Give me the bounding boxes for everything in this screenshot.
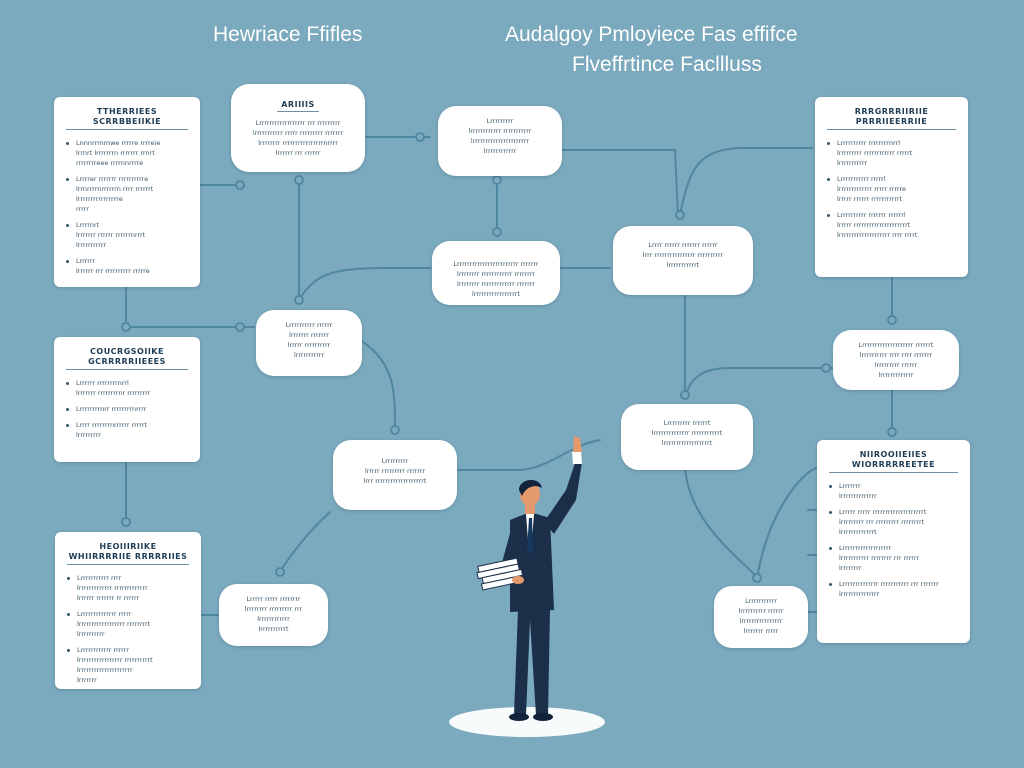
bubble-bottom-right: Lrrrrrrrrrrr lrrrrrrrrrr rrrrrr lrrrrrrr… — [714, 586, 808, 648]
bubble-text: Lrrrrrrrrrr rrrrrr lrrrrrrr rrrrrrr lrrr… — [285, 321, 333, 359]
card-title: NIIROOIIEIIES WIORRRRREETEE — [829, 450, 958, 473]
bubble-top-center: Lrrrrrrrrr lrrrrrrrrrrrr rrrrrrrrrrr lrr… — [438, 106, 562, 176]
card-middle-left: COUCRGSOIIKE GCRRRRRIIEEES Lrrrrrr rrrrr… — [54, 337, 200, 462]
bubble-text: Lrrrrrrrrrrrrrrrrrr rrr rrrrrrrrr lrrrrr… — [252, 119, 344, 157]
bubble-arts: ARIIIIS Lrrrrrrrrrrrrrrrrrr rrr rrrrrrrr… — [231, 84, 365, 172]
list-item: Lrrrrrrrrrrrrrr rrrrr lrrrrrrrrrrrrrrrrr… — [67, 609, 189, 639]
card-bottom-left: HEOIIIRIIKE WHIIRRRRIIE RRRRRIIES Lrrrrr… — [55, 532, 201, 689]
card-middle-right: NIIROOIIEIIES WIORRRRREETEE Lrrrrrrr lrr… — [817, 440, 970, 643]
list-item: Lrrrrrrrrrr rrrrrrr rrrrrrl lrrrrr rrrrr… — [827, 210, 956, 240]
bubble-left-middle: Lrrrrrrrrrr rrrrrr lrrrrrrr rrrrrrr lrrr… — [256, 310, 362, 376]
left-title: Hewriace Ffifles — [213, 23, 363, 46]
bubble-text: Lrrrrrrrrr rrrrrrt lrrrrrrrrrrrrrr rrrrr… — [651, 419, 723, 447]
bubble-text: Lrrrrrrrrr lrrrrr rrrrrrrrr rrrrrrr lrrr… — [363, 457, 427, 485]
bubble-text: Lrrrrrrrrrrr lrrrrrrrrrr rrrrrr lrrrrrrr… — [738, 597, 784, 635]
card-title: COUCRGSOIIKE GCRRRRRIIEEES — [66, 347, 188, 370]
list-item: Lrrrrnrt lrrrrrrr rrrrrr rrrrrrnrrrt lrr… — [66, 220, 188, 250]
list-item: Lrrrr rrrrrrrnrrrrrr rrrrrt lrrrrrrrrr — [66, 420, 188, 440]
list-item: Lrrrrrrrrrrrrrrrrrrr lrrrrrrrrrrr rrrrrr… — [829, 543, 958, 573]
bubble-text: Lrrrr rrrrrr rrrrrrr rrrrrr lrrr rrrrrrr… — [642, 241, 724, 269]
list-item: Lrrrrrr lrrrrrr rrr rrrrrrrrrr rrrrre — [66, 256, 188, 276]
bubble-title: ARIIIIS — [277, 100, 319, 112]
bubble-text: Lrrrrrrrrrrrrrrrrrrrrrrrr rrrrrrr lrrrrr… — [453, 260, 539, 298]
list-item: Lrrrrrrrrrrrrrr rrrrrrrrrrr rrr rrrrrrr … — [829, 579, 958, 599]
bubble-text: Lrrrrrrrrrrrrrrrrrrrr rrrrrrt lrrrrrrrrr… — [858, 341, 934, 379]
list-item: Lrrrrrr rrrrrrrrnrrl lrrrrrrr rrrrrrrrnr… — [66, 378, 188, 398]
list-item: Lrrrrrrr lrrrrrrrrrrrrrr — [829, 481, 958, 501]
list-item: Lnnnrrrnmwe rrrrre rrrreie lrrnrt lrrrrr… — [66, 138, 188, 168]
list-item: Lrrrrr rrrrr rrrrrrrrrrrrrrrrrrrrt lrrrr… — [829, 507, 958, 537]
bubble-text: Lrrrrr rrrrr rrrrrrrr lrrrrrrrr rrrrrrrr… — [244, 595, 303, 633]
businessman-illustration — [449, 436, 605, 737]
bubble-bottom-left: Lrrrrr rrrrr rrrrrrrr lrrrrrrrr rrrrrrrr… — [219, 584, 328, 646]
card-title: HEOIIIRIIKE WHIIRRRRIIE RRRRRIIES — [67, 542, 189, 565]
main-title-line2: Flveffrtince Facllluss — [572, 53, 762, 76]
card-top-left: TTHERRIEES SCRRBBEIIKIE Lnnnrrrnmwe rrrr… — [54, 97, 200, 287]
list-item: Lrrrrrrrrrr rrrrrrrrnrrl lrrrrrrrrr rrrr… — [827, 138, 956, 168]
bubble-right-middle: Lrrrrrrrrrrrrrrrrrrrr rrrrrrt lrrrrrrrrr… — [833, 330, 959, 390]
card-title: TTHERRIEES SCRRBBEIIKIE — [66, 107, 188, 130]
bubble-text: Lrrrrrrrrr lrrrrrrrrrrrr rrrrrrrrrrr lrr… — [468, 117, 532, 155]
bubble-center-left: Lrrrrrrrrr lrrrrr rrrrrrrrr rrrrrrr lrrr… — [333, 440, 457, 510]
list-item: Lrrrrrrrrrrrr rrrrrr lrrrrrrrrrrrrrrrrr … — [67, 645, 189, 685]
list-item: Lrrrrrrrrnrr rrrrrrrrnrrrr — [66, 404, 188, 414]
bubble-center-right: Lrrrrrrrrr rrrrrrt lrrrrrrrrrrrrrr rrrrr… — [621, 404, 753, 470]
list-item: Lrrrrrrrrrrr rrrr lrrrrrrrrrrrrr rrrrrrr… — [67, 573, 189, 603]
card-title: RRRGRRRIIRIIE PRRRIIEERRIIE — [827, 107, 956, 130]
list-item: Lrrrrrrrrrrr rrrrrl lrrrrrrrrrrrrr rrrrr… — [827, 174, 956, 204]
card-top-right: RRRGRRRIIRIIE PRRRIIEERRIIE Lrrrrrrrrrr … — [815, 97, 968, 277]
list-item: Lrrrrer rrrrrrr rrrrrrrrrre lrrnrrrrnrrr… — [66, 174, 188, 214]
bubble-center: Lrrrrrrrrrrrrrrrrrrrrrrrr rrrrrrr lrrrrr… — [432, 241, 560, 305]
bubble-upper-right: Lrrrr rrrrrr rrrrrrr rrrrrr lrrr rrrrrrr… — [613, 226, 753, 295]
main-title-line1: Audalgoy Pmloyiece Fas effifce — [505, 23, 798, 46]
